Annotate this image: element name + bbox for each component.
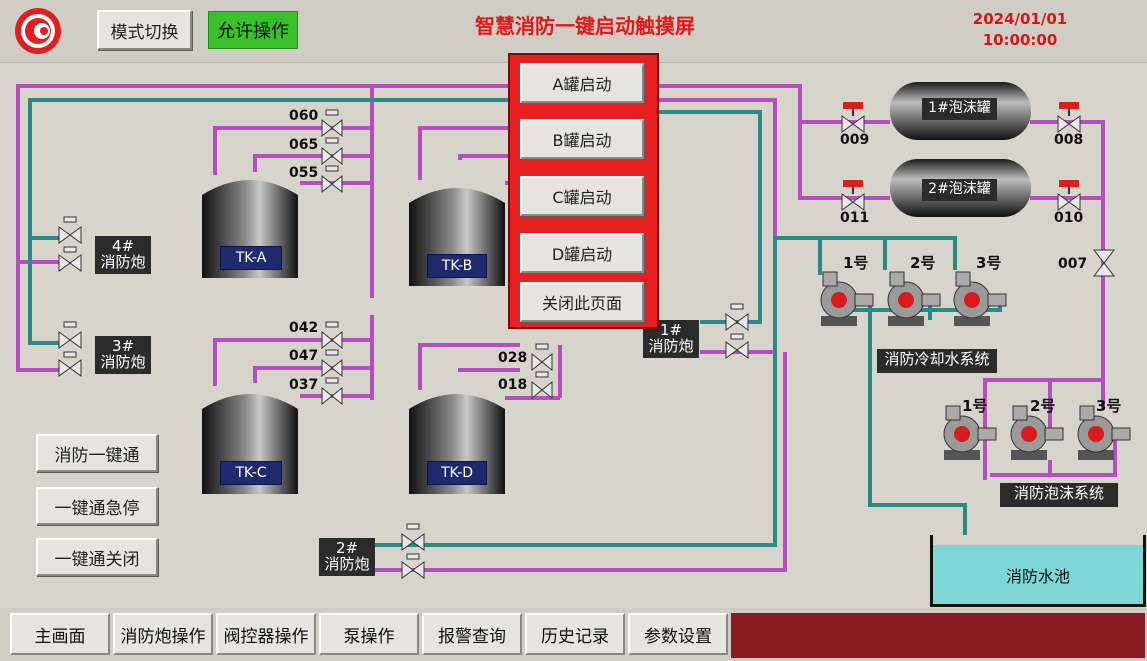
valve-008-label: 008: [1054, 132, 1084, 148]
foam-pump-2-icon[interactable]: [1005, 402, 1065, 464]
nav-valve-operation[interactable]: 阀控器操作: [216, 613, 316, 655]
page-title: 智慧消防一键启动触摸屏: [475, 14, 695, 38]
tank-start-popup: A罐启动 B罐启动 C罐启动 D罐启动 关闭此页面: [508, 53, 659, 329]
nav-history[interactable]: 历史记录: [525, 613, 625, 655]
valve-008-icon[interactable]: [1056, 100, 1082, 134]
alarm-status-bar: [731, 613, 1145, 658]
one-key-start-button[interactable]: 消防一键通: [36, 434, 158, 472]
valve-007-icon[interactable]: [1092, 248, 1116, 278]
cannon-2-label[interactable]: 2#消防炮: [319, 538, 375, 576]
cannon-2-valves-icon[interactable]: [400, 522, 426, 584]
valve-028-label: 028: [498, 350, 528, 366]
valve-060-label: 060: [289, 108, 319, 124]
mode-switch-button[interactable]: 模式切换: [97, 10, 192, 50]
cannon-4-label[interactable]: 4#消防炮: [95, 236, 151, 274]
logo-icon: [15, 8, 61, 54]
foam-system-label: 消防泡沫系统: [1000, 483, 1118, 507]
nav-parameters[interactable]: 参数设置: [628, 613, 728, 655]
tank-b-label: TK-B: [427, 254, 487, 278]
one-key-emergency-stop-button[interactable]: 一键通急停: [36, 487, 158, 525]
cannon-4-valves-icon[interactable]: [57, 215, 83, 277]
fire-pool[interactable]: 消防水池: [930, 535, 1146, 607]
nav-alarm-query[interactable]: 报警查询: [422, 613, 522, 655]
valve-009-label: 009: [840, 132, 870, 148]
allow-operation-indicator[interactable]: 允许操作: [208, 11, 298, 49]
foam-pump-1-label: 1号: [962, 397, 988, 415]
one-key-close-button[interactable]: 一键通关闭: [36, 538, 158, 576]
cooling-pump-3-icon[interactable]: [948, 268, 1008, 330]
nav-pump-operation[interactable]: 泵操作: [319, 613, 419, 655]
date-display: 2024/01/01: [972, 10, 1068, 28]
valve-011-icon[interactable]: [840, 178, 866, 212]
tank-a-start-button[interactable]: A罐启动: [520, 63, 644, 103]
foam-pump-3-label: 3号: [1096, 397, 1122, 415]
valve-055-label: 055: [289, 165, 319, 181]
foam-tank-2-label: 2#泡沫罐: [922, 179, 997, 201]
valve-011-label: 011: [840, 210, 870, 226]
foam-pump-2-label: 2号: [1030, 397, 1056, 415]
valve-018-label: 018: [498, 377, 528, 393]
tank-b-start-button[interactable]: B罐启动: [520, 119, 644, 159]
fire-pool-label: 消防水池: [933, 545, 1143, 604]
cooling-pump-1-label: 1号: [843, 254, 869, 272]
cooling-pump-1-icon[interactable]: [815, 268, 875, 330]
cannon-1-valves-icon[interactable]: [724, 302, 750, 364]
tank-a-label: TK-A: [220, 246, 282, 270]
cooling-pump-3-label: 3号: [976, 254, 1002, 272]
valve-group-tkc-icon[interactable]: [320, 316, 346, 406]
valve-010-icon[interactable]: [1056, 178, 1082, 212]
tank-d-label: TK-D: [427, 461, 487, 485]
time-display: 10:00:00: [982, 31, 1058, 49]
valve-007-label: 007: [1058, 256, 1088, 272]
cannon-3-label[interactable]: 3#消防炮: [95, 336, 151, 374]
tank-c-label: TK-C: [220, 461, 282, 485]
cooling-pump-2-icon[interactable]: [882, 268, 942, 330]
valve-042-label: 042: [289, 320, 319, 336]
valve-group-tka-icon[interactable]: [320, 104, 346, 194]
nav-cannon-operation[interactable]: 消防炮操作: [113, 613, 213, 655]
nav-main-screen[interactable]: 主画面: [10, 613, 110, 655]
valve-010-label: 010: [1054, 210, 1084, 226]
close-popup-button[interactable]: 关闭此页面: [520, 282, 644, 322]
valve-group-tkd-icon[interactable]: [530, 338, 556, 402]
cooling-pump-2-label: 2号: [910, 254, 936, 272]
foam-tank-1-label: 1#泡沫罐: [922, 98, 997, 120]
valve-037-label: 037: [289, 377, 319, 393]
tank-d-start-button[interactable]: D罐启动: [520, 233, 644, 273]
cannon-3-valves-icon[interactable]: [57, 320, 83, 382]
cooling-system-label: 消防冷却水系统: [877, 349, 997, 373]
valve-047-label: 047: [289, 348, 319, 364]
foam-pump-3-icon[interactable]: [1072, 402, 1132, 464]
valve-009-icon[interactable]: [840, 100, 866, 134]
valve-065-label: 065: [289, 137, 319, 153]
tank-c-start-button[interactable]: C罐启动: [520, 176, 644, 216]
cannon-1-label[interactable]: 1#消防炮: [643, 320, 699, 358]
foam-pump-1-icon[interactable]: [938, 402, 998, 464]
